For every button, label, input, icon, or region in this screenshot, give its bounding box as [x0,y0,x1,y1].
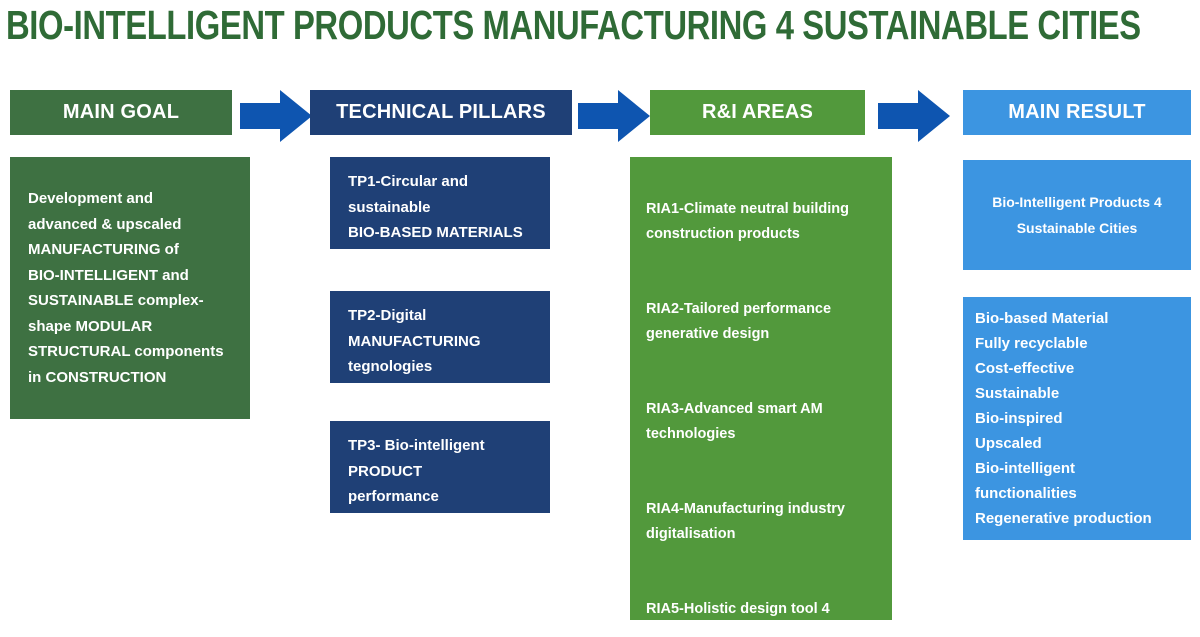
main-result-headline-text: Bio-Intelligent Products 4 Sustainable C… [992,194,1162,236]
header-ri-areas: R&I AREAS [650,90,865,135]
ri-areas-list-box: RIA1-Climate neutral building constructi… [630,157,892,637]
main-result-headline-box: Bio-Intelligent Products 4 Sustainable C… [963,160,1191,270]
header-main-result-label: MAIN RESULT [1008,101,1146,123]
technical-pillar-1-box: TP1-Circular and sustainable BIO-BASED M… [330,157,550,249]
right-arrow-icon [578,90,650,142]
header-main-goal: MAIN GOAL [10,90,232,135]
technical-pillar-3-box: TP3- Bio-intelligent PRODUCT performance [330,421,550,513]
main-result-features-box: Bio-based Material Fully recyclable Cost… [963,297,1191,540]
ri-area-item-5: RIA5-Holistic design tool 4 bio-intellig… [646,601,830,637]
page-title: BIO-INTELLIGENT PRODUCTS MANUFACTURING 4… [6,2,1141,48]
right-arrow-icon [240,90,312,142]
technical-pillar-2-box: TP2-Digital MANUFACTURING tegnologies [330,291,550,383]
ri-area-item-1: RIA1-Climate neutral building constructi… [646,201,850,242]
header-technical-pillars: TECHNICAL PILLARS [310,90,572,135]
ri-area-item-2: RIA2-Tailored performance generative des… [646,301,832,342]
right-arrow-icon [878,90,950,142]
header-main-result: MAIN RESULT [963,90,1191,135]
ri-area-item-4: RIA4-Manufacturing industry digitalisati… [646,501,845,542]
ri-area-item-3: RIA3-Advanced smart AM technologies [646,401,823,442]
header-ri-areas-label: R&I AREAS [701,101,814,123]
main-goal-description-box: Development and advanced & upscaled MANU… [10,157,250,419]
header-main-goal-label: MAIN GOAL [62,101,180,123]
header-technical-pillars-label: TECHNICAL PILLARS [336,101,546,123]
